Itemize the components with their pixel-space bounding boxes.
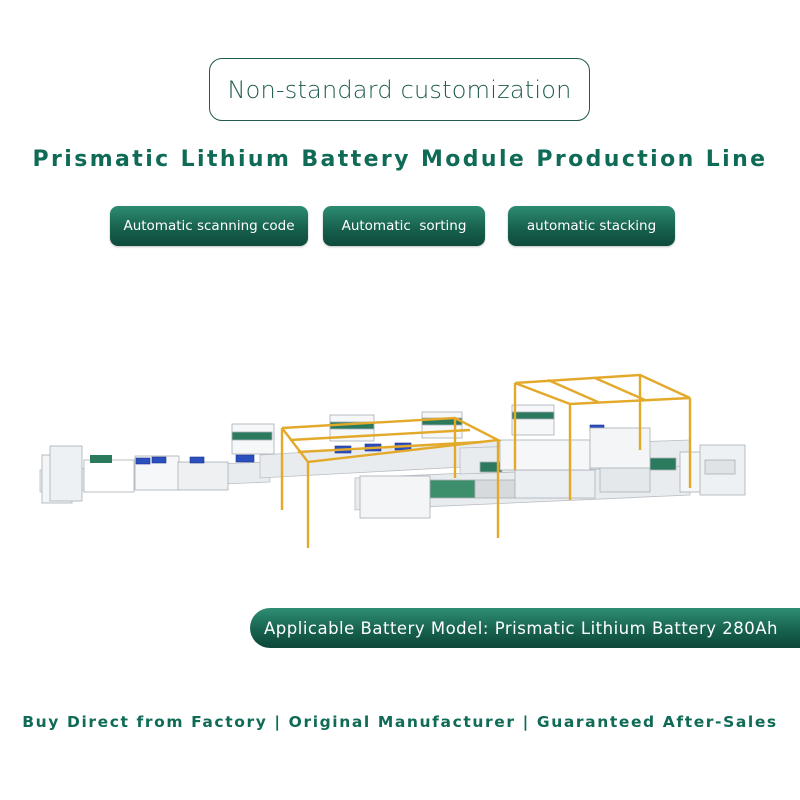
page-title: Prismatic Lithium Battery Module Product… <box>32 147 768 172</box>
right-module <box>679 444 746 496</box>
customization-badge: Non-standard customization <box>209 58 590 121</box>
production-line-illustration <box>39 373 746 548</box>
footer-tagline: Buy Direct from Factory | Original Manuf… <box>22 713 778 731</box>
battery-model-banner: Applicable Battery Model: Prismatic Lith… <box>250 608 800 648</box>
feature-pill-sorting: Automatic sorting <box>323 206 485 246</box>
gantry-frames <box>280 373 692 548</box>
feature-pill-stacking: automatic stacking <box>508 206 675 246</box>
feature-pill-scanning: Automatic scanning code <box>110 206 308 246</box>
left-module <box>41 423 275 504</box>
